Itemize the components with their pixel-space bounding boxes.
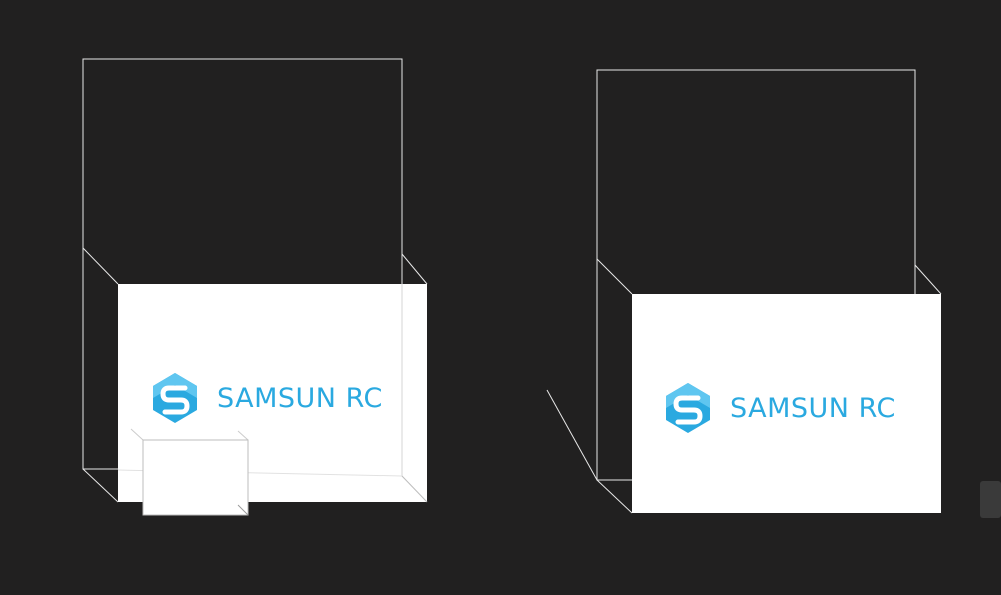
left-logo-text: SAMSUN RC	[217, 383, 383, 414]
left-small-box	[130, 428, 249, 516]
side-tab-handle[interactable]	[980, 481, 1001, 518]
left-depth-line-br	[401, 475, 428, 503]
small-box-depth-tr	[237, 430, 249, 441]
right-depth-line-bl	[596, 479, 633, 514]
right-depth-line-tr	[914, 264, 942, 295]
right-depth-line-tl	[596, 258, 633, 295]
left-logo: SAMSUN RC	[153, 373, 383, 423]
small-box-front	[142, 439, 249, 516]
right-display-unit: SAMSUN RC	[546, 69, 942, 514]
left-depth-line-bl	[82, 468, 119, 503]
right-logo-text: SAMSUN RC	[730, 393, 896, 424]
left-depth-line-tr	[401, 253, 428, 285]
right-logo: SAMSUN RC	[666, 383, 896, 433]
small-box-depth-br	[237, 504, 249, 516]
left-depth-line-tl	[82, 247, 119, 285]
right-stray-line	[546, 389, 598, 481]
small-box-depth-tl	[130, 428, 144, 441]
left-display-unit: SAMSUN RC	[82, 58, 428, 516]
